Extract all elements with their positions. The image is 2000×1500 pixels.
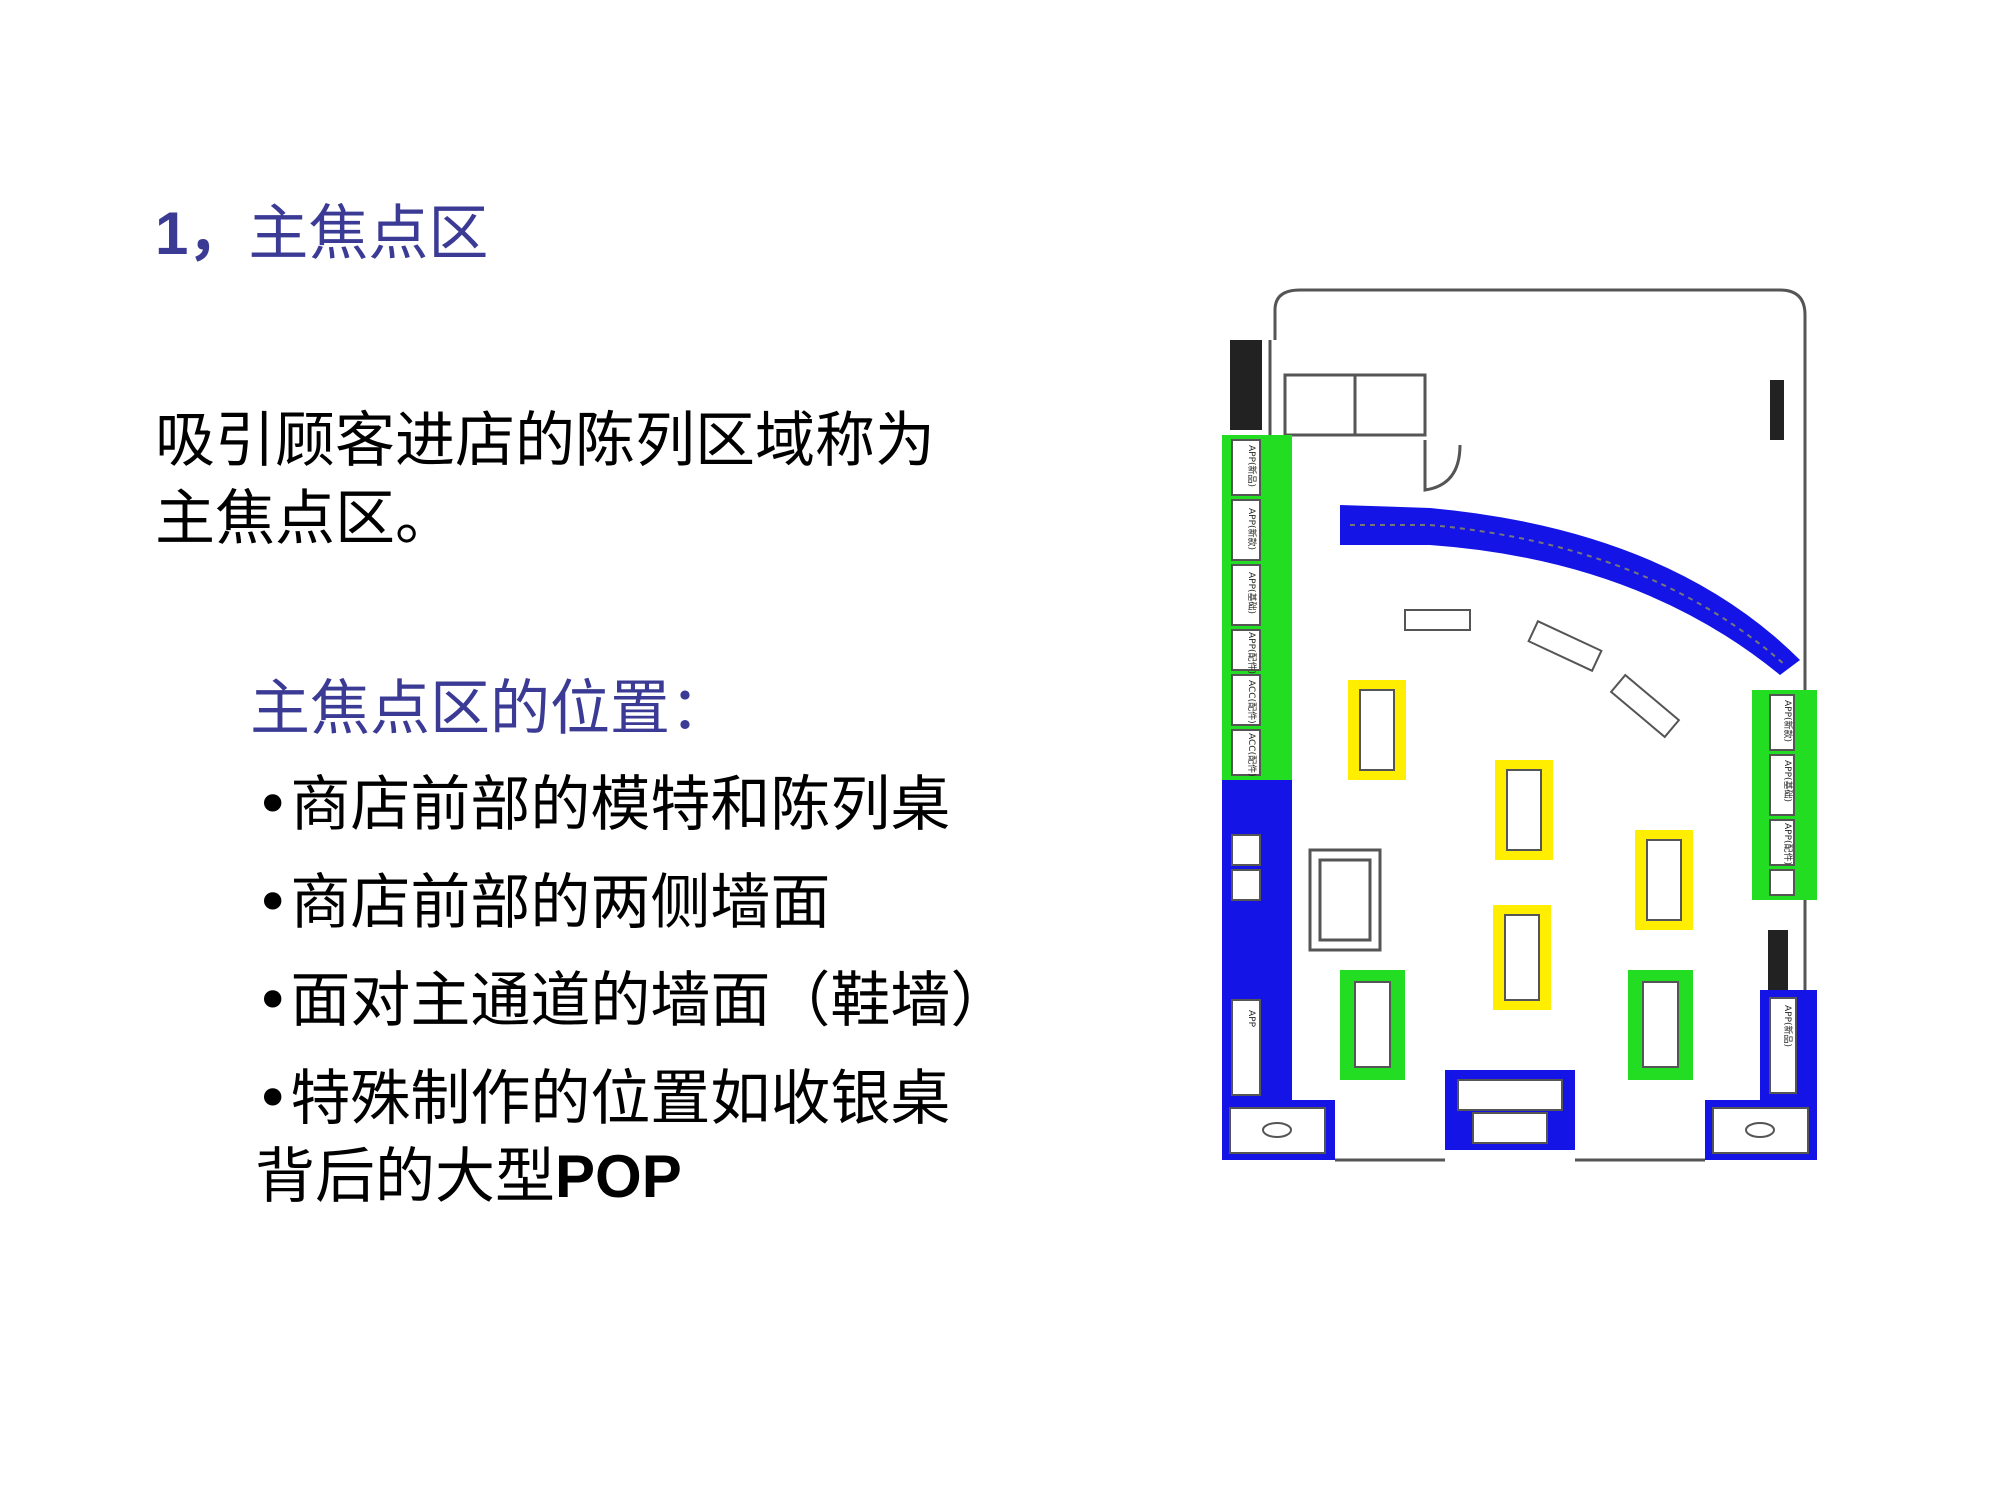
bullet-list: •商店前部的模特和陈列桌 •商店前部的两侧墙面 •面对主通道的墙面（鞋墙） •特… — [255, 766, 1155, 1236]
wall-label: APP — [1246, 1010, 1256, 1028]
right-lower-shelves — [1712, 997, 1809, 1154]
dark-pillars — [1230, 340, 1788, 990]
door — [1423, 440, 1462, 492]
intro-line: 吸引顾客进店的陈列区域称为 — [155, 406, 935, 476]
curved-display-blue — [1340, 505, 1800, 675]
bullet-line: •面对主通道的墙面（鞋墙） — [255, 966, 1011, 1036]
right-wall-shelves — [1769, 694, 1795, 896]
bullet-line: •商店前部的模特和陈列桌 — [255, 770, 951, 840]
bullet-line: •商店前部的两侧墙面 — [255, 868, 831, 938]
wall-label: APP(基础) — [1782, 760, 1794, 802]
intro-text: 吸引顾客进店的陈列区域称为 主焦点区。 — [155, 402, 1055, 558]
bullet-item: •面对主通道的墙面（鞋墙） — [255, 962, 1155, 1040]
cash-desk-top — [1457, 1079, 1563, 1111]
left-wall-shelves — [1231, 439, 1261, 776]
heading-number: 1， — [155, 200, 249, 267]
sofa — [1308, 848, 1382, 952]
bullet-item: •商店前部的两侧墙面 — [255, 864, 1155, 942]
wall-label: ACC(配件) — [1246, 680, 1258, 724]
bullet-line-text: 背后的大型 — [255, 1142, 555, 1212]
right-wall-labels: APP(新款) APP(基础) APP(配件) — [1782, 700, 1794, 865]
white-tables — [1404, 609, 1681, 739]
wall-label: ACC(配件) — [1246, 733, 1258, 777]
heading: 1，主焦点区 — [155, 198, 488, 270]
bullet-item: •特殊制作的位置如收银桌 背后的大型POP — [255, 1060, 1155, 1216]
bullet-line-suffix: POP — [555, 1143, 682, 1210]
bullet-line: •特殊制作的位置如收银桌 — [255, 1064, 951, 1134]
wall-label: APP(新款) — [1782, 700, 1794, 742]
wall-label: APP(配件) — [1246, 632, 1258, 674]
curved-display-rail — [1350, 524, 1786, 666]
left-lower-shelves — [1229, 834, 1326, 1154]
heading-title: 主焦点区 — [248, 199, 489, 269]
bullet-item: •商店前部的模特和陈列桌 — [255, 766, 1155, 844]
green-tables — [1340, 970, 1693, 1080]
wall-label: APP(配件) — [1782, 823, 1794, 865]
bullet-line: 背后的大型POP — [255, 1138, 1155, 1216]
cash-desk-inner — [1472, 1112, 1548, 1144]
wall-label: APP(基础) — [1246, 572, 1258, 614]
store-floor-plan: APP(新品) APP(新款) APP(基础) APP(配件) ACC(配件) … — [1222, 288, 1817, 1162]
yellow-tables — [1348, 680, 1693, 1010]
wall-label: APP(新品) — [1782, 1005, 1794, 1047]
subheading: 主焦点区的位置： — [250, 674, 730, 744]
wall-label: APP(新款) — [1246, 508, 1258, 550]
wall-label: APP(新品) — [1246, 445, 1258, 487]
left-wall-labels: APP(新品) APP(新款) APP(基础) APP(配件) ACC(配件) … — [1246, 445, 1258, 777]
intro-line: 主焦点区。 — [155, 484, 455, 554]
